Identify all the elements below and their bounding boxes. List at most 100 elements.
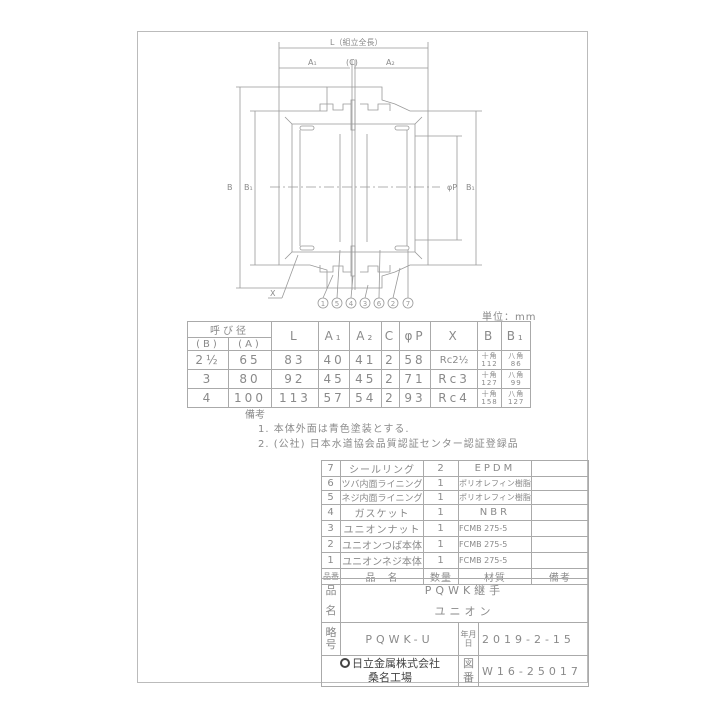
note-1: 1. 本体外面は青色塗装とする. <box>258 424 410 435</box>
balloon-label: 1 <box>321 300 325 308</box>
cell <box>530 520 590 537</box>
shape: 十角 <box>481 390 498 398</box>
header-B1: B₁ <box>501 321 531 351</box>
cell: ユニオンつば本体 <box>340 536 424 553</box>
cell: Rc2½ <box>430 350 478 370</box>
cell: 1 <box>423 536 459 553</box>
header-A1: A₁ <box>317 321 351 351</box>
cell: 54 <box>349 388 383 408</box>
dim-label-A2: A₂ <box>386 58 395 67</box>
cell: ネジ内面ライニング <box>340 490 424 505</box>
cell: 45 <box>349 369 383 389</box>
cell: 58 <box>398 350 432 370</box>
product-name-label: 品名 <box>321 578 341 623</box>
cell: NBR <box>458 504 532 521</box>
plant-name: 桑名工場 <box>368 671 412 684</box>
header-B: B <box>476 321 503 351</box>
header-A2: A₂ <box>349 321 383 351</box>
cell: 1 <box>423 490 459 505</box>
value: 86 <box>510 360 522 368</box>
dim-label-X: X <box>270 289 276 298</box>
header-L: L <box>271 321 319 351</box>
cell: 6 <box>321 476 341 491</box>
product-name-line2: ユニオン <box>434 604 495 618</box>
cell: 71 <box>398 369 432 389</box>
cell: 2 <box>321 536 341 553</box>
cell: 1 <box>423 504 459 521</box>
dim-label-phiP: φP <box>447 183 457 192</box>
header-phiP: φP <box>398 321 432 351</box>
dim-label-B: B <box>227 183 233 192</box>
value: 99 <box>510 379 522 387</box>
cell: ポリオレフィン樹脂 <box>458 476 532 491</box>
cell <box>530 552 590 569</box>
cell: ユニオンナット <box>340 520 424 537</box>
balloon-label: 6 <box>377 300 382 308</box>
cell: 4 <box>187 388 229 408</box>
cell: 3 <box>187 369 229 389</box>
cell: 7 <box>321 460 341 477</box>
cell: ユニオンネジ本体 <box>340 552 424 569</box>
dim-label-C: (C) <box>346 58 358 67</box>
cell: 80 <box>228 369 272 389</box>
note-2: 2. (公社) 日本水道協会品質認証センター認証登録品 <box>258 439 519 450</box>
drawing-number: W16-25017 <box>478 655 589 687</box>
cell: 100 <box>228 388 272 408</box>
cell: 1 <box>423 552 459 569</box>
date-label: 年月日 <box>458 622 479 656</box>
cell: 2 <box>381 369 400 389</box>
product-code: PQWK-U <box>340 622 459 656</box>
shape: 八角 <box>508 390 525 398</box>
balloon-label: 4 <box>349 300 354 308</box>
dim-label-B1-left: B₁ <box>244 183 253 192</box>
header-A-mm: (A) <box>228 337 272 351</box>
balloon-label: 2 <box>391 300 395 308</box>
header-X: X <box>430 321 478 351</box>
balloon-label: 7 <box>406 300 410 308</box>
company-block: 日立金属株式会社 桑名工場 <box>321 655 459 687</box>
drawing-date: 2019-2-15 <box>478 622 589 656</box>
code-label: 略号 <box>321 622 341 656</box>
header-nominal-size: 呼び径 <box>187 321 272 338</box>
cell: 1 <box>423 520 459 537</box>
value: 158 <box>481 398 498 406</box>
dimension-table: 呼び径 L A₁ A₂ C φP X B B₁ (B) (A) 2½ 65 83… <box>187 321 531 408</box>
part-balloons <box>317 249 414 309</box>
balloon-label: 5 <box>335 300 339 308</box>
cell: 2 <box>381 350 400 370</box>
shape: 八角 <box>508 371 525 379</box>
dim-label-A1: A₁ <box>308 58 317 67</box>
dim-label-L: L（組立全長） <box>330 37 382 47</box>
cell: 93 <box>398 388 432 408</box>
value: 127 <box>508 398 525 406</box>
cell <box>530 504 590 521</box>
cell <box>530 460 590 477</box>
notes-title: 備考 <box>245 410 265 421</box>
cell: 92 <box>271 369 319 389</box>
shape: 十角 <box>481 352 498 360</box>
cell: 65 <box>228 350 272 370</box>
cell: 113 <box>271 388 319 408</box>
header-B-inch: (B) <box>187 337 229 351</box>
product-name-line1: PQWK継手 <box>424 583 505 597</box>
cell: Rc3 <box>430 369 478 389</box>
cell: ツバ内面ライニング <box>340 476 424 491</box>
cell: 2 <box>381 388 400 408</box>
cell: 1 <box>423 476 459 491</box>
dim-label-B1-right: B₁ <box>466 183 475 192</box>
cell: 41 <box>349 350 383 370</box>
